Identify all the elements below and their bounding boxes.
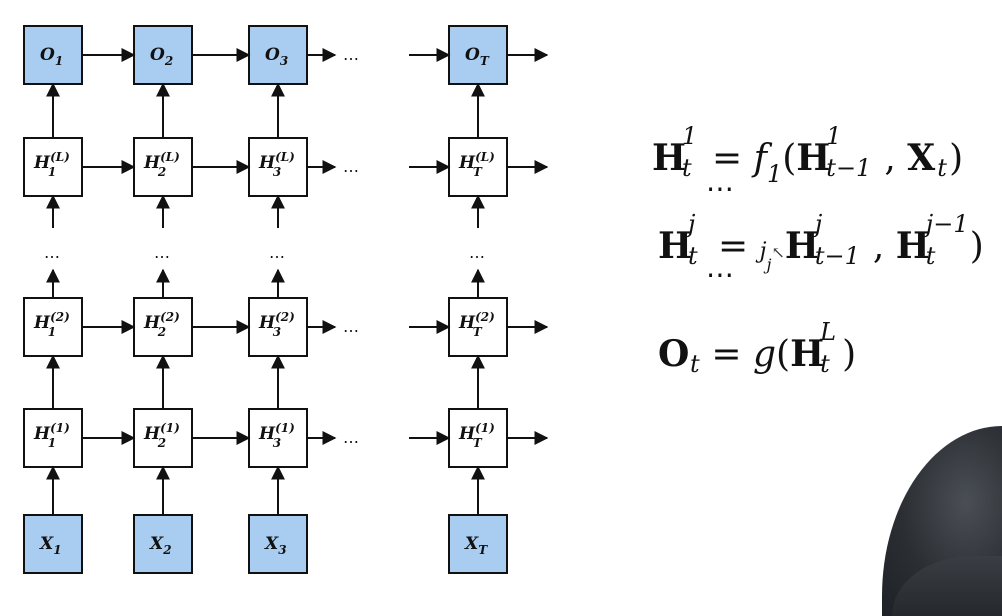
output-label-1: O1 — [40, 45, 63, 68]
vertical-ellipsis-1: … — [154, 243, 170, 262]
vertical-ellipsis-3: … — [469, 243, 485, 262]
hidden-2-label-1: H(2)1 — [33, 310, 70, 339]
input-label-3: X3 — [264, 534, 287, 557]
input-box-3 — [248, 514, 308, 574]
hidden-2-box-2 — [133, 297, 193, 357]
hidden-1-ellipsis: … — [343, 428, 359, 447]
vertical-ellipsis-0: … — [44, 243, 60, 262]
input-box-1 — [23, 514, 83, 574]
hidden-2-label-3: H(2)3 — [258, 310, 295, 339]
hidden-1-label-2: H(1)2 — [143, 421, 180, 450]
hidden-2-label-T: H(2)T — [458, 310, 495, 339]
output-ellipsis: … — [343, 45, 359, 64]
hidden-2-ellipsis: … — [343, 317, 359, 336]
output-label-T: OT — [465, 45, 490, 68]
hidden-L-label-1: H(L)1 — [33, 150, 70, 179]
deep-rnn-diagram: O1 O2 O3 OT … H(L)1 H(L)2 H(L)3 H(L)T … H(2)1 H(2)2… — [23, 25, 549, 574]
output-label-2: O2 — [150, 45, 173, 68]
vertical-ellipsis-2: … — [269, 243, 285, 262]
input-label-2: X2 — [149, 534, 172, 557]
output-box-3 — [248, 25, 308, 85]
hidden-2-box-T — [448, 297, 508, 357]
hidden-2-box-1 — [23, 297, 83, 357]
hidden-L-ellipsis: … — [343, 157, 359, 176]
output-label-3: O3 — [265, 45, 288, 68]
hidden-L-label-3: H(L)3 — [258, 150, 295, 179]
hidden-2-label-2: H(2)2 — [143, 310, 180, 339]
equation-ellipsis-1: ⋯ — [706, 172, 737, 205]
equation-ellipsis-2: ⋯ — [706, 258, 737, 291]
input-label-T: XT — [464, 534, 488, 557]
hidden-1-label-T: H(1)T — [458, 421, 495, 450]
input-label-1: X1 — [39, 534, 62, 557]
hidden-L-label-2: H(L)2 — [143, 150, 180, 179]
hidden-L-label-T: H(L)T — [458, 150, 495, 179]
input-box-2 — [133, 514, 193, 574]
hidden-1-label-1: H(1)1 — [33, 421, 70, 450]
output-box-1 — [23, 25, 83, 85]
hidden-1-label-3: H(1)3 — [258, 421, 295, 450]
